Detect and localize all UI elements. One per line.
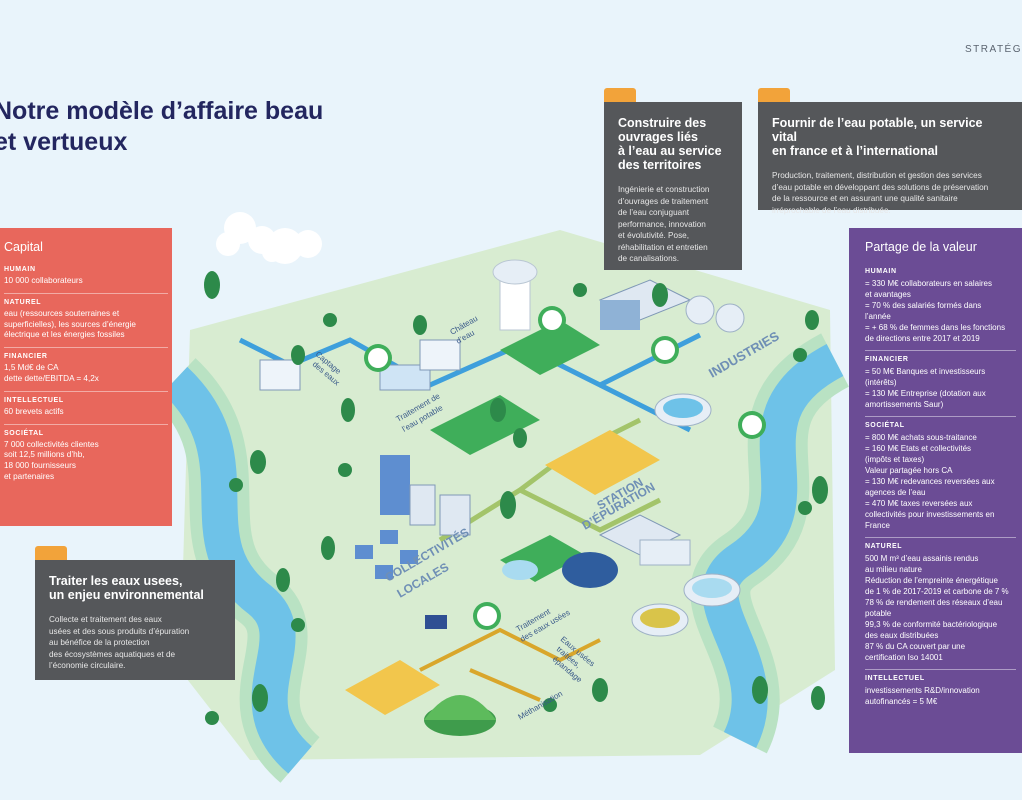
field xyxy=(500,320,600,375)
partage-section-naturel: NATUREL 500 M m³ d’eau assainis rendus a… xyxy=(865,537,1016,663)
treatment-plant-icon xyxy=(259,339,461,391)
partage-section-societal: SOCIÉTAL = 800 M€ achats sous-traitance … xyxy=(865,416,1016,531)
card-eaux-usees-body: Collecte et traitement des eaux usées et… xyxy=(49,615,190,670)
card-eaux-usees: Traiter les eaux usees, un enjeu environ… xyxy=(35,560,235,680)
card-ouvrages: Construire des ouvrages liés à l’eau au … xyxy=(604,102,742,270)
page-title-line-2: et vertueux xyxy=(0,128,128,156)
station-building-icon xyxy=(598,514,691,566)
card-tab-eaux-usees xyxy=(35,546,67,564)
capital-section-societal: SOCIÉTAL 7 000 collectivités clientes so… xyxy=(4,423,168,483)
water-cycle-illustration: Captage des eaux Château d’eau Traitemen… xyxy=(153,212,850,783)
capital-section-intellectuel: INTELLECTUEL 60 brevets actifs xyxy=(4,390,168,418)
card-ouvrages-title: Construire des ouvrages liés à l’eau au … xyxy=(618,116,722,172)
city-buildings-icon xyxy=(355,455,471,579)
card-tab-ouvrages xyxy=(604,88,636,106)
partage-section-intellectuel: INTELLECTUEL investissements R&D/innovat… xyxy=(865,669,1016,707)
partage-section-financier: FINANCIER = 50 M€ Banques et investisseu… xyxy=(865,350,1016,410)
capital-title: Capital xyxy=(4,240,43,254)
crop-field xyxy=(545,430,660,495)
page-title: Notre modèle d’affaire beau et vertueux xyxy=(0,96,374,158)
pipe-sludge xyxy=(419,627,601,702)
partage-panel: Partage de la valeur HUMAIN = 330 M€ col… xyxy=(849,228,1022,753)
capital-section-humain: HUMAIN 10 000 collaborateurs xyxy=(4,266,83,285)
microscope-icon xyxy=(364,306,766,630)
tractor-icon xyxy=(425,615,447,629)
capital-panel: Capital HUMAIN 10 000 collaborateurs NAT… xyxy=(0,228,172,526)
cloud-icon xyxy=(216,212,322,264)
section-label: STRATÉG xyxy=(965,44,1022,55)
methanisation-dome-icon xyxy=(424,695,496,736)
capital-section-naturel: NATUREL eau (ressources souterraines et … xyxy=(4,292,168,341)
capital-section-financier: FINANCIER 1,5 Md€ de CA dette dette/EBIT… xyxy=(4,347,168,385)
page-title-line-1: Notre modèle d’affaire beau xyxy=(0,97,324,125)
partage-title: Partage de la valeur xyxy=(865,240,977,254)
partage-section-humain: HUMAIN = 330 M€ collaborateurs en salair… xyxy=(865,268,1006,343)
card-eaux-usees-title: Traiter les eaux usees, un enjeu environ… xyxy=(49,574,204,602)
factory-icon xyxy=(598,279,745,333)
basin-icon xyxy=(502,393,741,637)
card-eau-potable-body: Production, traitement, distribution et … xyxy=(772,171,989,215)
card-eau-potable: Fournir de l’eau potable, un service vit… xyxy=(758,102,1022,215)
tree-icon xyxy=(204,271,828,725)
card-ouvrages-body: Ingénierie et construction d’ouvrages de… xyxy=(618,185,710,263)
water-tower-icon xyxy=(492,259,538,331)
card-eau-potable-title: Fournir de l’eau potable, un service vit… xyxy=(772,116,983,158)
card-tab-eau-potable xyxy=(758,88,790,106)
